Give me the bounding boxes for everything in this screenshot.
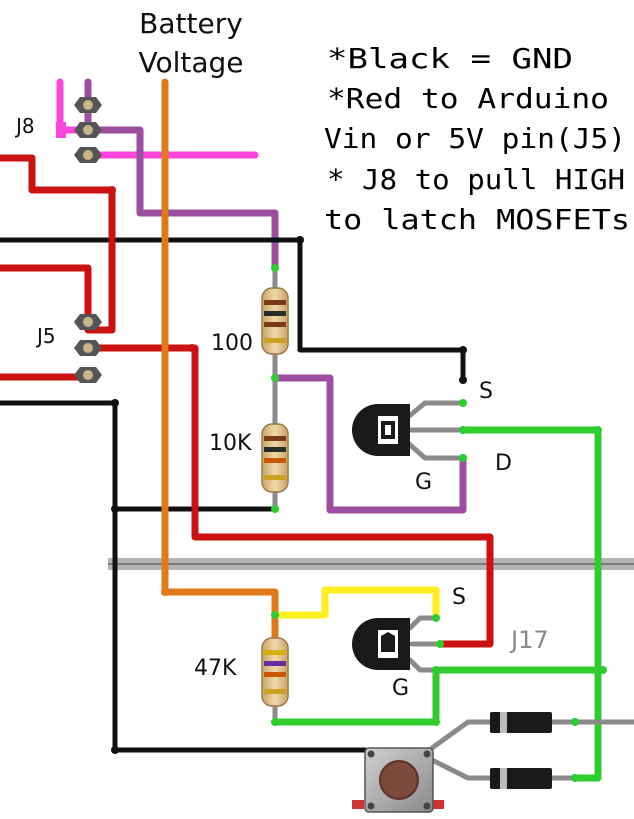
- header-j8: [56, 97, 102, 163]
- wire-yellow: [271, 586, 440, 622]
- board-rail: [108, 558, 634, 570]
- note-line: * J8 to pull HIGH: [327, 163, 625, 196]
- title-line2: Voltage: [138, 46, 243, 79]
- diode-bottom: [490, 768, 552, 789]
- note-line: Vin or 5V pin(J5): [324, 122, 626, 155]
- label-r100: 100: [211, 331, 253, 356]
- label-q1-gate: G: [415, 470, 432, 495]
- notes-block: *Black = GND *Red to Arduino Vin or 5V p…: [324, 42, 630, 236]
- mosfet-q1: [352, 404, 410, 456]
- push-button: [352, 747, 444, 813]
- wire-vin: [0, 154, 494, 648]
- wire-battery: [161, 78, 279, 644]
- note-line: *Black = GND: [327, 42, 573, 75]
- diode-top: [490, 712, 552, 733]
- label-r10k: 10K: [209, 431, 252, 456]
- junction-dots: [108, 186, 467, 754]
- label-q2-gate: G: [392, 676, 409, 701]
- wire-green: [271, 426, 607, 782]
- component-leads: [272, 265, 634, 781]
- resistor-47k: [261, 637, 289, 707]
- mosfet-q2: [352, 618, 410, 670]
- resistor-10k: [261, 423, 289, 493]
- note-line: to latch MOSFETs: [324, 203, 630, 236]
- label-r47k: 47K: [194, 656, 237, 681]
- label-q2-source: S: [452, 585, 466, 610]
- label-q1-drain: D: [495, 451, 512, 476]
- title-line1: Battery: [139, 7, 243, 40]
- label-j5: J5: [35, 324, 56, 348]
- label-q1-source: S: [479, 379, 493, 404]
- header-j5: [74, 314, 102, 383]
- pad-dots: [161, 264, 607, 782]
- note-line: *Red to Arduino: [327, 82, 609, 115]
- label-j8: J8: [14, 114, 35, 138]
- resistor-100: [261, 287, 289, 355]
- label-j17: J17: [509, 626, 549, 654]
